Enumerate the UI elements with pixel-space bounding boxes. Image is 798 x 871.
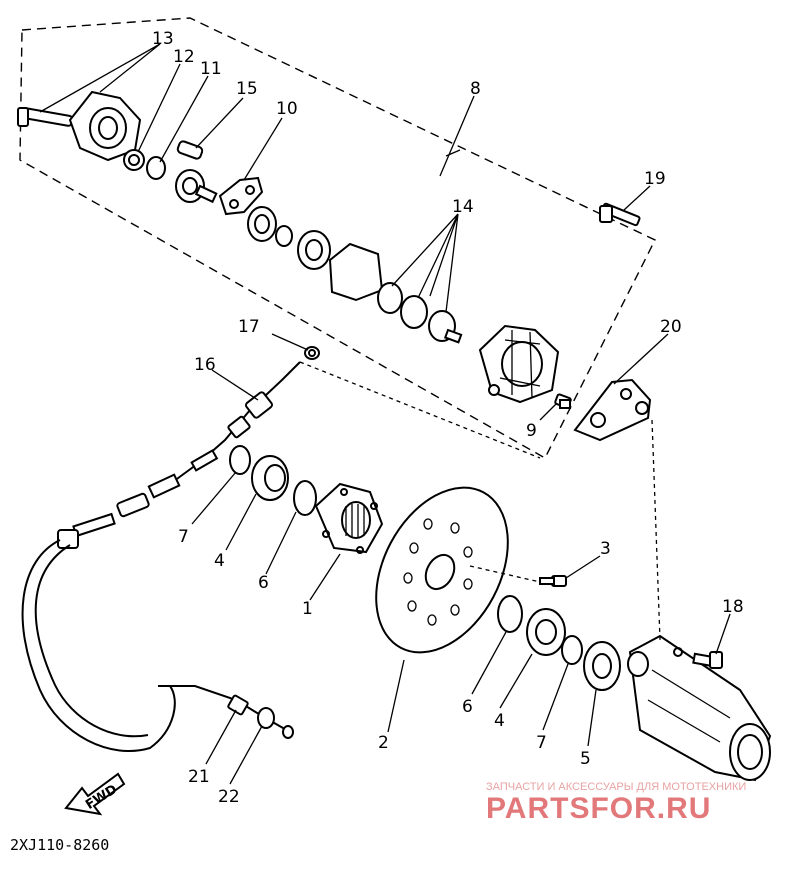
bearing-4-left <box>251 455 289 501</box>
watermark-tagline: ЗАПЧАСТИ И АКСЕССУАРЫ ДЛЯ МОТОТЕХНИКИ <box>486 781 746 793</box>
hub-1 <box>314 482 384 554</box>
callout-1: 1 <box>302 599 313 619</box>
disc-2 <box>375 486 509 654</box>
callout-14: 14 <box>452 197 474 217</box>
callout-7-right: 7 <box>536 733 547 753</box>
bolt-19 <box>599 202 641 227</box>
callout-7-left: 7 <box>178 527 189 547</box>
callout-18: 18 <box>722 597 744 617</box>
callout-22: 22 <box>218 787 240 807</box>
pin-15 <box>176 140 204 160</box>
callout-2: 2 <box>378 733 389 753</box>
callout-17: 17 <box>238 317 260 337</box>
bolt-18 <box>692 651 723 669</box>
bracket-13 <box>68 90 142 162</box>
callout-13: 13 <box>152 29 174 49</box>
callout-10: 10 <box>276 99 298 119</box>
callout-20: 20 <box>660 317 682 337</box>
callout-4-left: 4 <box>214 551 225 571</box>
bolt-3 <box>539 575 567 587</box>
callout-4-right: 4 <box>494 711 505 731</box>
oring-7-left <box>229 445 251 475</box>
seal-5 <box>583 641 621 691</box>
callout-11: 11 <box>200 59 222 79</box>
leader-lines <box>39 43 731 785</box>
nut-17 <box>304 346 320 360</box>
callout-21: 21 <box>188 767 210 787</box>
callout-19: 19 <box>644 169 666 189</box>
axle-housing <box>627 634 772 782</box>
assembly-outline <box>19 17 656 459</box>
fwd-arrow-icon: FWD <box>64 772 126 816</box>
seal-6-right <box>497 595 523 633</box>
gasket-14 <box>328 242 384 302</box>
callouts: 13 12 11 15 10 8 14 19 20 17 16 9 7 4 6 … <box>152 29 744 807</box>
caliper-body <box>478 324 560 404</box>
oring-14a <box>377 282 403 314</box>
cable-16 <box>21 361 301 752</box>
callout-9: 9 <box>526 421 537 441</box>
bearing-group <box>247 206 331 270</box>
callout-16: 16 <box>194 355 216 375</box>
oring-14b <box>400 295 428 329</box>
callout-6-left: 6 <box>258 573 269 593</box>
bolt-13 <box>17 107 74 127</box>
seal-6-left <box>293 480 317 516</box>
callout-8: 8 <box>470 79 481 99</box>
callout-15: 15 <box>236 79 258 99</box>
watermark-brand: PARTSFOR.RU <box>486 792 711 825</box>
oring-7-right <box>561 635 583 665</box>
bearing-4-right <box>526 608 566 656</box>
callout-6-right: 6 <box>462 697 473 717</box>
screw-9 <box>554 393 572 409</box>
callout-5: 5 <box>580 749 591 769</box>
piston-11 <box>146 156 218 204</box>
bracket-20 <box>573 378 652 442</box>
diagram-code: 2XJ110-8260 <box>10 836 109 854</box>
seal-12 <box>123 149 145 171</box>
callout-3: 3 <box>600 539 611 559</box>
callout-12: 12 <box>173 47 195 67</box>
